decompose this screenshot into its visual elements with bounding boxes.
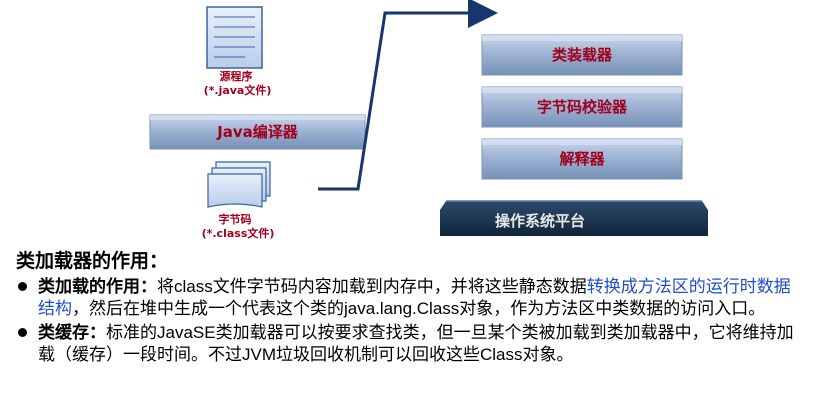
- bullet-text-tail: ，然后在堆中生成一个代表这个类的java.lang.Class对象，作为方法区中…: [72, 299, 765, 318]
- os-platform-label: 操作系统平台: [470, 212, 610, 230]
- bullet-item-loading-role: 类加载的作用：将class文件字节码内容加载到内存中，并将这些静态数据转换成方法…: [14, 276, 804, 320]
- section-heading: 类加载器的作用：: [16, 248, 804, 274]
- flow-arrow: [318, 13, 492, 189]
- bullet-term: 类加载的作用：: [38, 277, 157, 297]
- source-file-title: 源程序: [200, 70, 272, 83]
- bullet-item-class-cache: 类缓存：标准的JavaSE类加载器可以按要求查找类，但一旦某个类被加载到类加载器…: [14, 322, 804, 366]
- bullet-term: 类缓存：: [38, 323, 106, 343]
- bytecode-file-title: 字节码: [205, 213, 265, 226]
- bullet-dot-icon: [18, 328, 27, 337]
- source-file-subtitle: (*.java文件): [190, 84, 285, 97]
- jvm-stage-label-3: 解释器: [482, 150, 682, 168]
- bullet-dot-icon: [18, 282, 27, 291]
- bytecode-files-icon: [208, 162, 270, 207]
- source-file-icon: [207, 7, 262, 68]
- compiler-label: Java编译器: [150, 123, 365, 141]
- jvm-stage-label-1: 类装载器: [482, 46, 682, 64]
- description-section: 类加载器的作用： 类加载的作用：将class文件字节码内容加载到内存中，并将这些…: [14, 248, 804, 368]
- bullet-text: 将class文件字节码内容加载到内存中，并将这些静态数据: [157, 277, 587, 296]
- bytecode-file-subtitle: (*.class文件): [188, 227, 288, 240]
- jvm-stage-label-2: 字节码校验器: [482, 98, 682, 116]
- class-loading-diagram: 源程序 (*.java文件) Java编译器 字节码 (*.class文件) 类…: [0, 0, 818, 245]
- bullet-text: 标准的JavaSE类加载器可以按要求查找类，但一旦某个类被加载到类加载器中，它将…: [38, 323, 794, 364]
- diagram-graphics: [0, 0, 818, 245]
